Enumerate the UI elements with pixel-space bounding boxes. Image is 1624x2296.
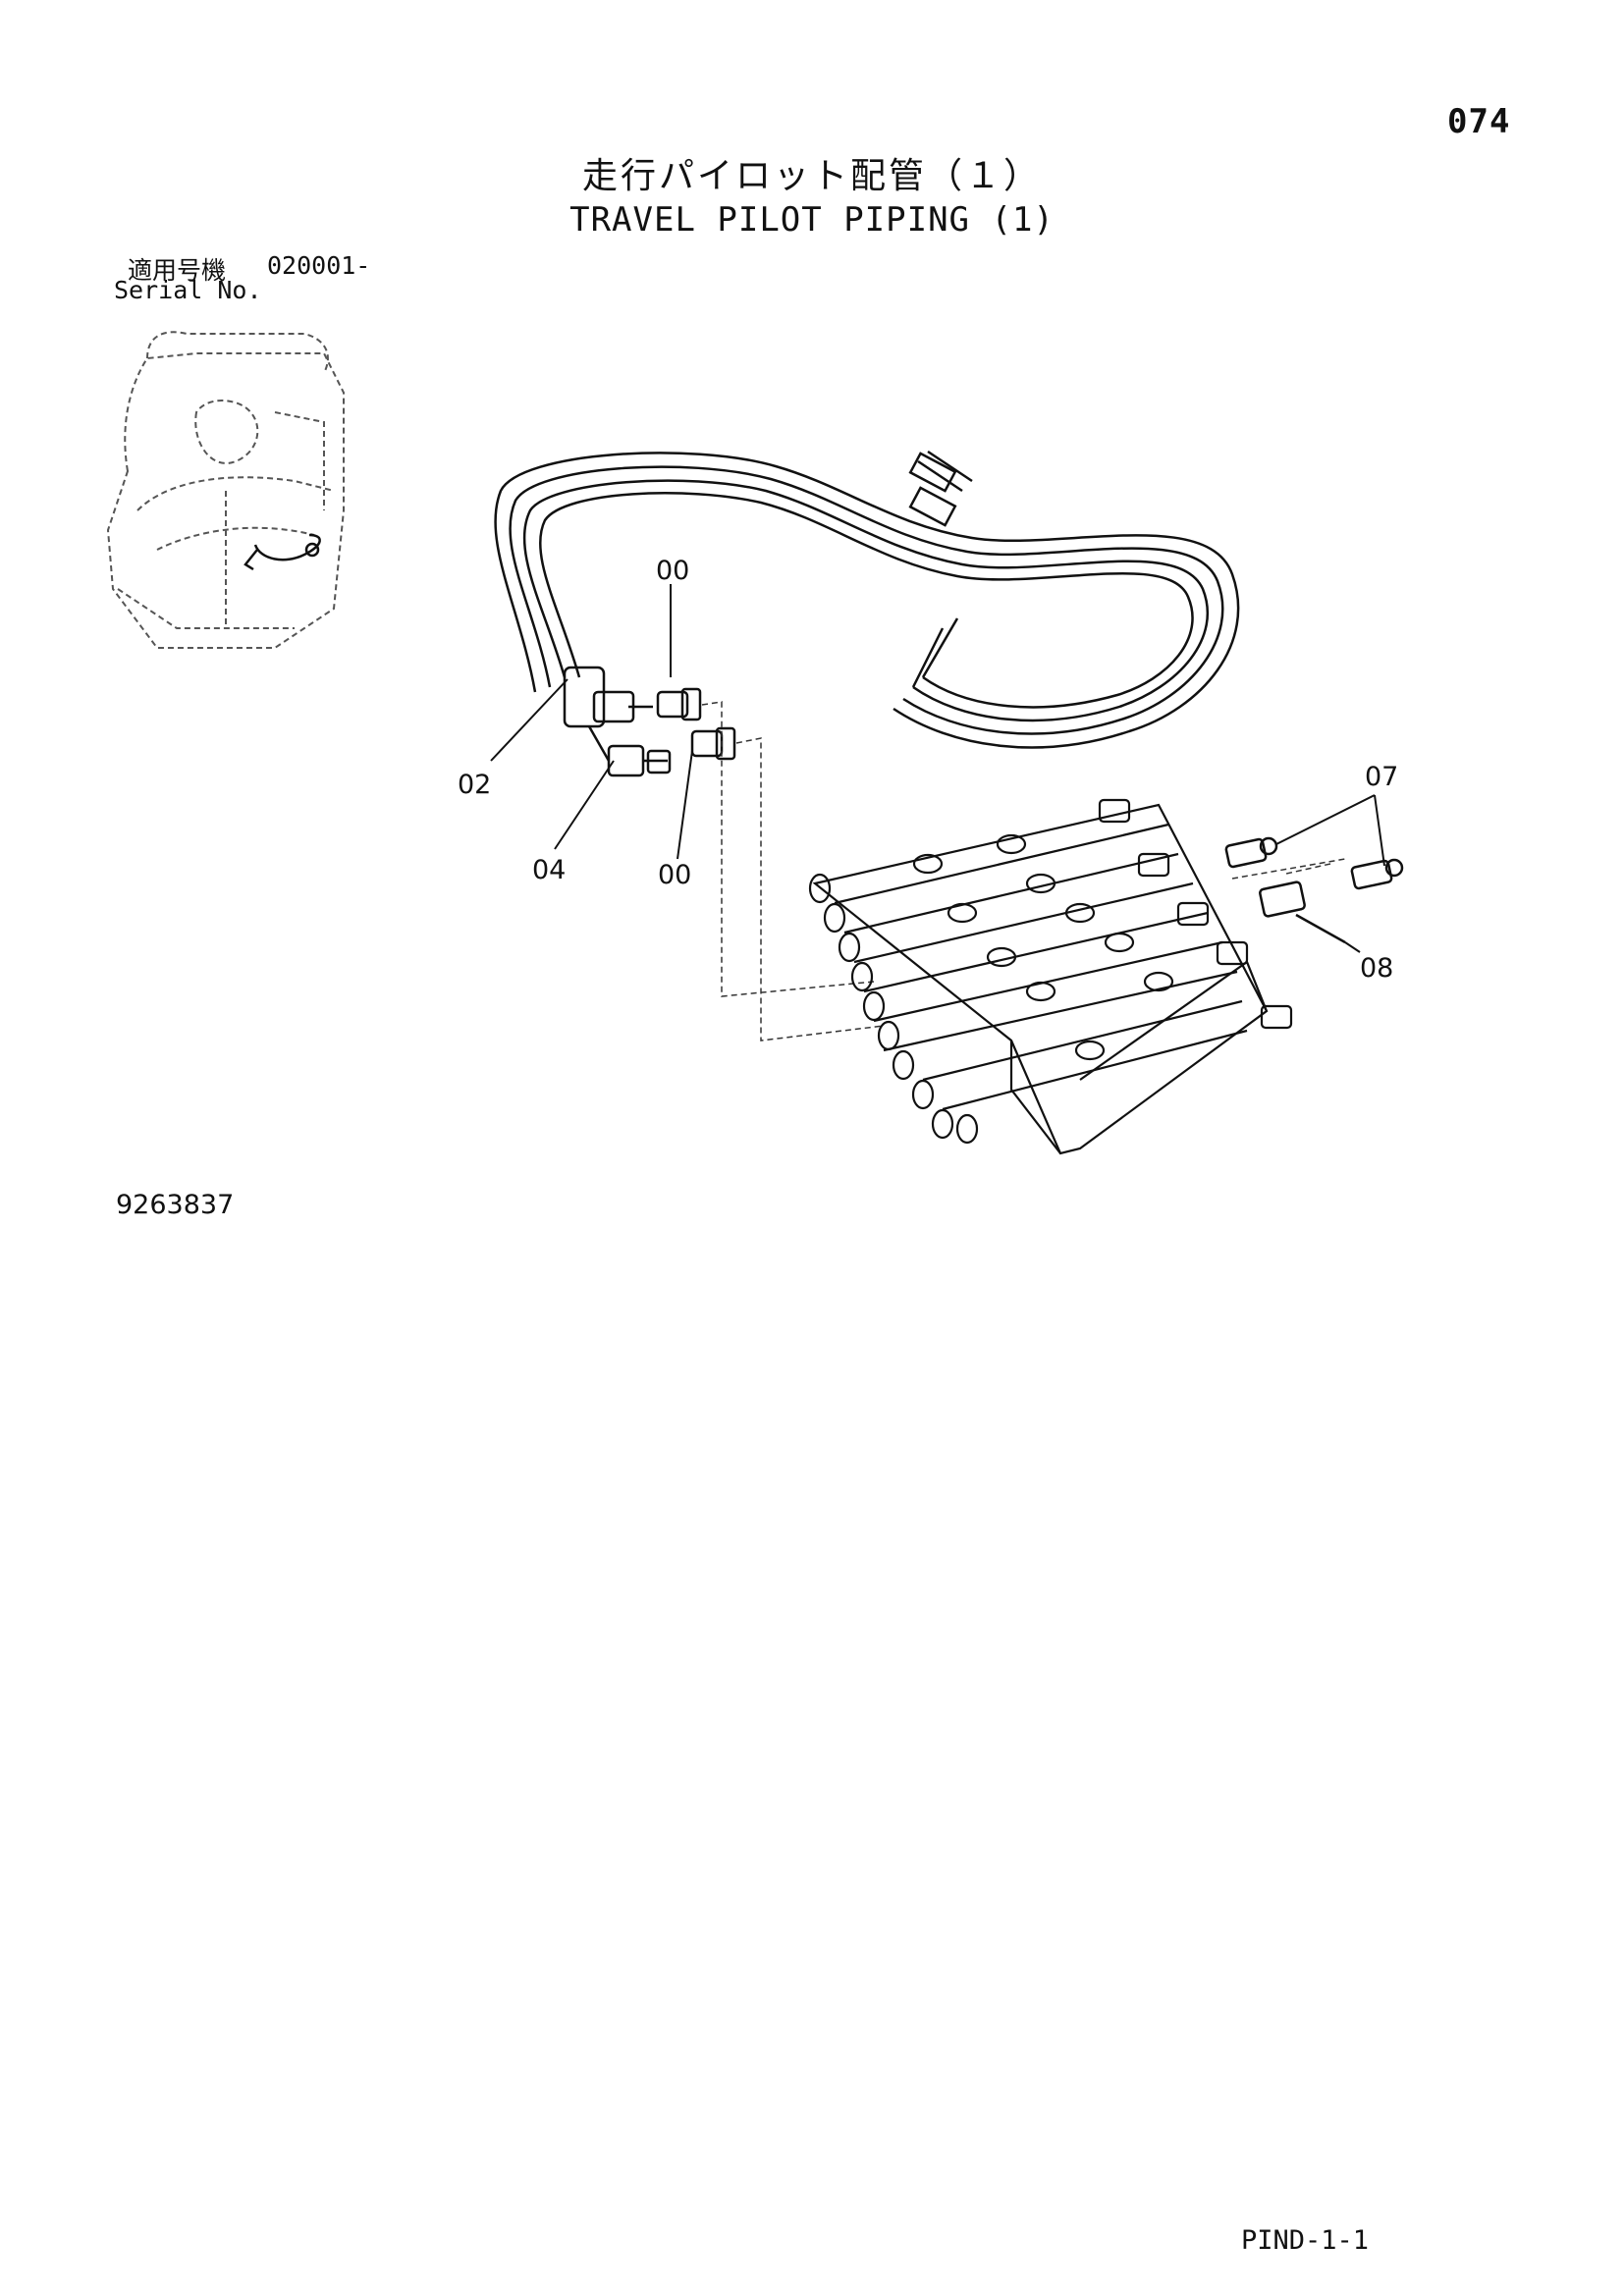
elbow-fittings: [563, 666, 672, 777]
page-number: 074: [1447, 102, 1511, 141]
callout-07: 07: [1365, 762, 1398, 792]
overview-highlight-piping: [244, 533, 321, 571]
callout-00-bottom: 00: [658, 860, 691, 890]
alignment-lines: [701, 701, 1346, 1041]
callout-00-top: 00: [656, 556, 689, 586]
callout-02: 02: [458, 770, 491, 800]
pilot-hoses: [494, 450, 1240, 749]
title-japanese: 走行パイロット配管（１）: [581, 156, 1042, 196]
serial-label-japanese: 適用号機: [128, 256, 227, 285]
callout-04: 04: [532, 855, 566, 885]
page-code: PIND-1-1: [1241, 2225, 1370, 2256]
valve-spool-ends: [808, 873, 979, 1145]
valve-ports: [912, 833, 1174, 1061]
valve-caps: [1098, 798, 1293, 1030]
connector-fittings: [1224, 836, 1404, 944]
drawing-number: 9263837: [116, 1190, 235, 1220]
callout-08: 08: [1360, 953, 1393, 984]
title-english: TRAVEL PILOT PIPING (1): [569, 200, 1055, 240]
control-valve: [808, 798, 1293, 1155]
leader-lines: [490, 584, 1385, 953]
serial-range: 020001-: [267, 251, 371, 280]
adapter-fittings: [656, 687, 736, 761]
machine-overview-illustration: [106, 331, 345, 649]
serial-label-english: Serial No.: [114, 276, 262, 304]
